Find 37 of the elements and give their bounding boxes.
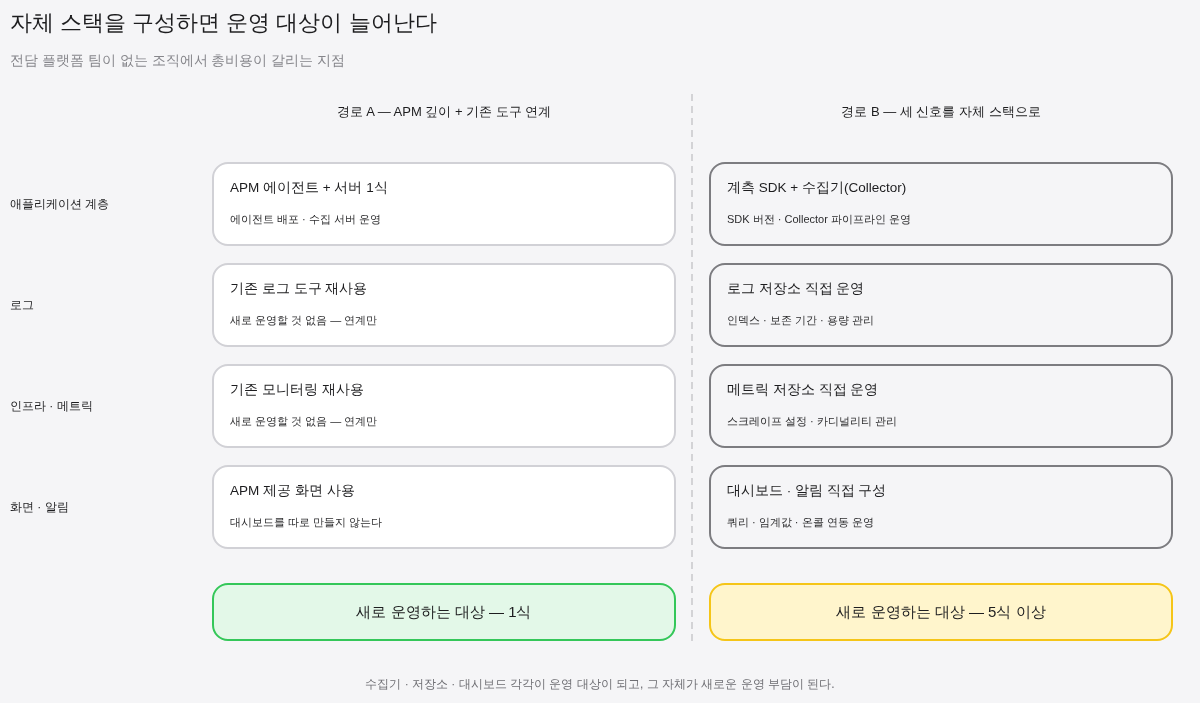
row-label: 인프라 · 메트릭: [10, 399, 93, 413]
path-card: [212, 364, 676, 448]
card-detail: 스크레이프 설정 · 카디널리티 관리: [727, 414, 897, 429]
path-card: [709, 263, 1173, 347]
row-label: 화면 · 알림: [10, 500, 69, 514]
path-card: [709, 162, 1173, 246]
card-title: 로그 저장소 직접 운영: [727, 280, 865, 298]
card-detail: 쿼리 · 임계값 · 온콜 연동 운영: [727, 515, 874, 530]
column-heading: 경로 B — 세 신호를 자체 스택으로: [841, 104, 1041, 119]
card-detail: 에이전트 배포 · 수집 서버 운영: [230, 212, 381, 227]
card-title: APM 제공 화면 사용: [230, 482, 355, 500]
title: 자체 스택을 구성하면 운영 대상이 늘어난다: [10, 9, 437, 37]
summary-text: 새로 운영하는 대상 — 1식: [356, 602, 532, 622]
path-card: [212, 263, 676, 347]
path-card: [709, 364, 1173, 448]
summary-panel: [212, 583, 676, 641]
card-title: 기존 로그 도구 재사용: [230, 280, 368, 298]
card-title: 메트릭 저장소 직접 운영: [727, 381, 879, 399]
card-detail: SDK 버전 · Collector 파이프라인 운영: [727, 212, 911, 227]
card-detail: 대시보드를 따로 만들지 않는다: [230, 515, 383, 530]
path-card: [709, 465, 1173, 549]
card-title: 계측 SDK + 수집기(Collector): [727, 179, 907, 197]
row-label: 애플리케이션 계층: [10, 197, 110, 211]
path-card: [212, 465, 676, 549]
card-detail: 새로 운영할 것 없음 — 연계만: [230, 313, 378, 328]
summary-panel: [709, 583, 1173, 641]
row-label: 로그: [10, 298, 34, 312]
path-card: [212, 162, 676, 246]
card-title: 기존 모니터링 재사용: [230, 381, 364, 399]
card-detail: 새로 운영할 것 없음 — 연계만: [230, 414, 378, 429]
summary-text: 새로 운영하는 대상 — 5식 이상: [836, 602, 1046, 622]
column-heading: 경로 A — APM 깊이 + 기존 도구 연계: [336, 104, 552, 119]
card-title: APM 에이전트 + 서버 1식: [230, 179, 388, 197]
card-detail: 인덱스 · 보존 기간 · 용량 관리: [727, 313, 874, 328]
card-title: 대시보드 · 알림 직접 구성: [727, 482, 887, 500]
subtitle: 전담 플랫폼 팀이 없는 조직에서 총비용이 갈리는 지점: [10, 52, 346, 68]
caption: 수집기 · 저장소 · 대시보드 각각이 운영 대상이 되고, 그 자체가 새로운 운영 부담이 된다.: [365, 677, 835, 691]
